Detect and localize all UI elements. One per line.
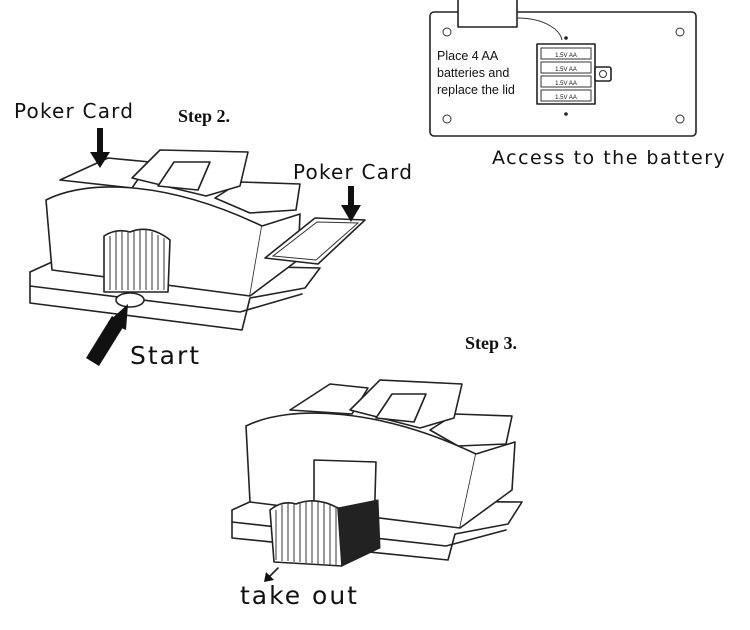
poker-card-right <box>264 217 366 265</box>
battery-cell-label: 1.5V AA <box>555 95 577 101</box>
battery-connector <box>594 66 612 82</box>
battery-lid-tab <box>457 0 518 28</box>
shuffler-body-side <box>459 441 516 529</box>
screw-hole-bottom-left <box>442 114 452 124</box>
battery-cell-label: 1.5V AA <box>555 53 577 59</box>
battery-instruction-line-2: batteries and <box>437 66 509 80</box>
take-out-arrow <box>264 567 279 582</box>
screw-hole-top-left <box>442 27 452 37</box>
card-stack-stripes <box>109 229 165 290</box>
battery-access-caption: Access to the battery <box>492 147 726 169</box>
left-card-tray <box>289 383 369 415</box>
screw-hole-top-right <box>675 27 685 37</box>
poker-card-label-right: Poker Card <box>293 160 413 184</box>
battery-cell <box>540 89 592 102</box>
step3-heading: Step 3. <box>465 333 517 353</box>
holder-dot-top <box>564 36 568 40</box>
battery-cells: 1.5V AA 1.5V AA 1.5V AA 1.5V AA <box>540 47 592 102</box>
battery-compartment-diagram: 1.5V AA 1.5V AA 1.5V AA 1.5V AA Place 4 … <box>429 0 697 137</box>
battery-cell-label: 1.5V AA <box>555 81 577 87</box>
card-output-slot <box>103 228 171 293</box>
insert-arrow-left <box>90 128 110 168</box>
poker-card-label-left: Poker Card <box>14 99 134 123</box>
battery-cell <box>540 75 592 88</box>
card-stack-side <box>337 499 381 567</box>
battery-cell-label: 1.5V AA <box>555 67 577 73</box>
screw-hole-bottom-right <box>675 114 685 124</box>
card-stack-stripes <box>275 501 337 565</box>
start-button[interactable] <box>115 292 145 308</box>
battery-connector-pin <box>599 70 607 78</box>
press-start-arrow <box>86 304 128 366</box>
center-housing-window <box>375 393 427 423</box>
card-shuffler-step3 <box>231 379 523 567</box>
shuffler-base-edge <box>29 285 303 313</box>
holder-dot-bottom <box>564 112 568 116</box>
battery-wire <box>516 17 563 41</box>
insert-arrow-right <box>341 186 361 222</box>
center-housing-window <box>157 161 211 191</box>
poker-card-right-inner <box>271 221 360 261</box>
battery-instruction-line-1: Place 4 AA <box>437 49 499 63</box>
battery-instruction-line-3: replace the lid <box>437 83 515 97</box>
step2-heading: Step 2. <box>178 106 230 126</box>
card-shuffler-step2 <box>29 149 366 331</box>
start-label: Start <box>130 341 201 370</box>
take-out-label: take out <box>240 581 359 610</box>
battery-cell <box>540 47 592 60</box>
battery-cell <box>540 61 592 74</box>
